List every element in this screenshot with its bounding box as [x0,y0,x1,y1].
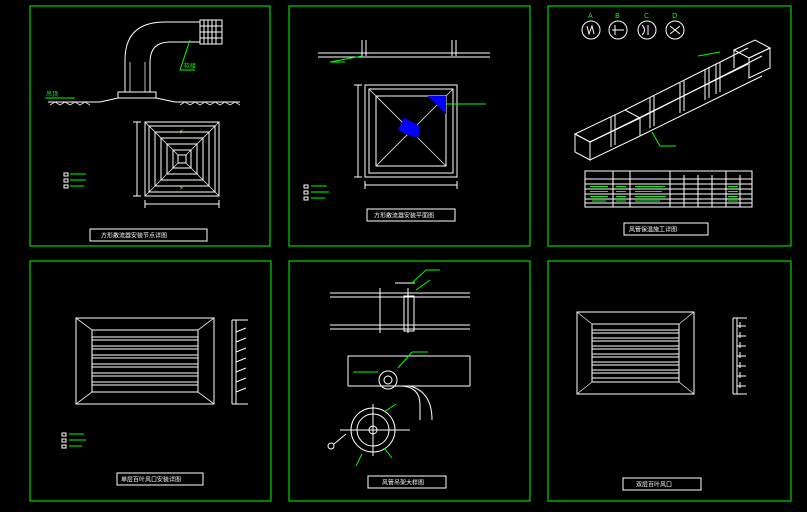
panel-frame-6 [547,260,792,502]
circle-label-d: D [672,12,677,20]
panel-frame-4 [29,260,272,502]
panel-frame-2 [288,5,531,247]
panel-4-caption-box [116,472,204,486]
svg-text:⚡: ⚡ [179,184,184,192]
panel-3-drawing: A B C D [573,12,772,208]
panel-2-caption: 方形散流器安装平面图 [374,212,434,220]
panel-1-caption: 方形散流器安装节点详图 [101,232,167,240]
detail-circle-a [581,20,601,40]
svg-text:⚡: ⚡ [179,128,184,136]
panel-4-drawing [61,317,248,449]
svg-text:软接: 软接 [184,62,196,70]
circle-label-b: B [615,12,620,20]
panel-2-caption-box [366,208,456,222]
panel-3-caption: 风管保温施工详图 [629,226,677,234]
panel-2-drawing [303,40,490,201]
panel-4-caption: 单层百叶风口安装详图 [121,476,181,484]
detail-circle-b [608,20,628,40]
panel-6-caption: 双层百叶风口 [636,481,672,489]
circle-label-a: A [588,12,593,20]
svg-text:吊顶: 吊顶 [46,91,58,98]
detail-circle-d [665,20,685,40]
panel-frame-5 [288,260,531,502]
detail-circle-c [637,20,657,40]
panel-frame-3 [547,5,792,247]
panel-5-caption: 风管吊架大样图 [382,479,424,487]
panel-5-drawing [327,269,471,467]
panel-6-drawing [576,311,747,395]
panel-1-caption-box [89,228,208,242]
panel-6-caption-box [622,477,702,491]
panel-3-caption-box [623,222,709,236]
panel-5-caption-box [367,475,447,489]
panel-frame-1 [29,5,271,247]
panel-1-drawing: 软接 吊顶 ⚡ ⚡ [45,19,241,208]
circle-label-c: C [644,12,649,20]
